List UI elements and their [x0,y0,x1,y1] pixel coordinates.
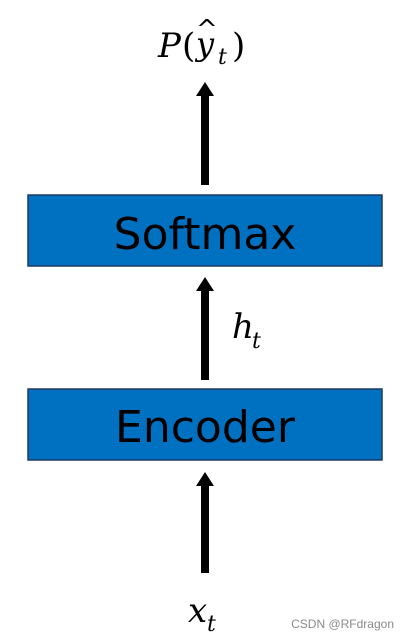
output-close-paren: ) [232,26,245,66]
input-label: x t [188,591,216,637]
hidden-state-label: h t [232,307,261,354]
input-x-symbol: x [188,591,207,631]
encoder-label: Encoder [115,402,296,453]
output-y-symbol: y [194,25,215,63]
output-open-paren: ( [182,26,195,66]
output-label: P ( y ^ t ) [157,15,245,70]
output-prob-symbol: P [157,26,182,66]
arrow-input-to-encoder [196,472,214,573]
watermark: CSDN @RFdragon [291,617,394,631]
arrow-encoder-to-softmax [196,277,214,380]
hidden-subscript: t [252,329,261,354]
encoder-box: Encoder [27,388,383,461]
input-subscript: t [207,612,216,637]
softmax-label: Softmax [114,209,297,260]
hidden-h-symbol: h [232,307,254,347]
output-hat-symbol: ^ [196,15,218,45]
softmax-box: Softmax [27,194,383,267]
output-subscript: t [218,45,227,70]
arrow-softmax-to-output [196,82,214,185]
